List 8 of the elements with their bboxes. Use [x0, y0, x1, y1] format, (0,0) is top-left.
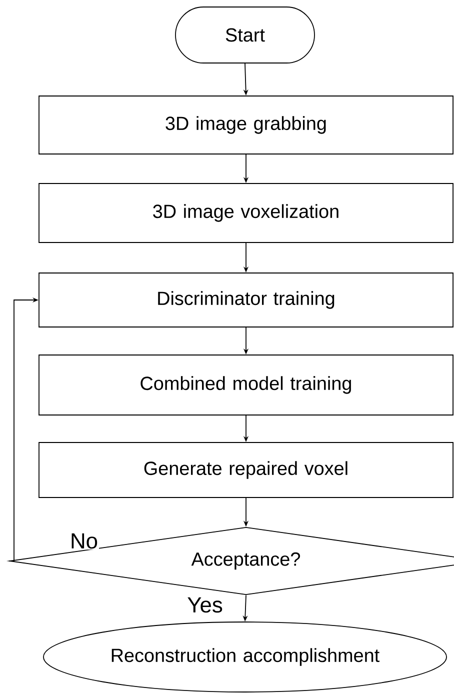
- process-box: Combined model training: [38, 354, 454, 416]
- process-box: Generate repaired voxel: [38, 442, 454, 498]
- terminal-oval: Reconstruction accomplishment: [43, 622, 447, 692]
- edge-label: No: [69, 532, 99, 550]
- process-box: 3D image voxelization: [38, 183, 454, 243]
- process-box: 3D image grabbing: [38, 96, 454, 154]
- process-box: Discriminator training: [38, 272, 454, 328]
- edge-label: Yes: [186, 596, 224, 614]
